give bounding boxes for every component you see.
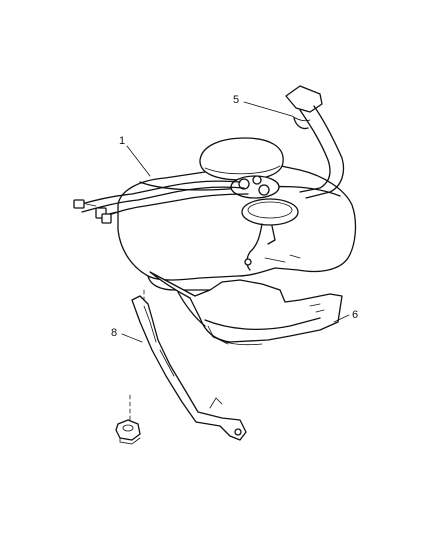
leader-line-5 bbox=[243, 101, 293, 117]
callout-8: 8 bbox=[111, 327, 117, 339]
tank-shield bbox=[149, 271, 343, 346]
fuel-sender-unit bbox=[241, 198, 299, 271]
fuel-tank bbox=[117, 137, 357, 291]
filler-tube bbox=[285, 85, 345, 199]
callout-1: 1 bbox=[119, 135, 125, 147]
tank-strap bbox=[131, 295, 247, 441]
leader-line-6 bbox=[333, 314, 350, 323]
leader-line-8 bbox=[121, 333, 143, 343]
leader-line-1 bbox=[126, 145, 151, 177]
callout-6: 6 bbox=[352, 309, 358, 321]
fuel-pump-module bbox=[230, 175, 280, 199]
leader-lines bbox=[121, 101, 350, 421]
callout-5: 5 bbox=[233, 94, 239, 106]
strap-nut bbox=[115, 419, 141, 445]
fuel-lines-harness bbox=[73, 180, 249, 224]
